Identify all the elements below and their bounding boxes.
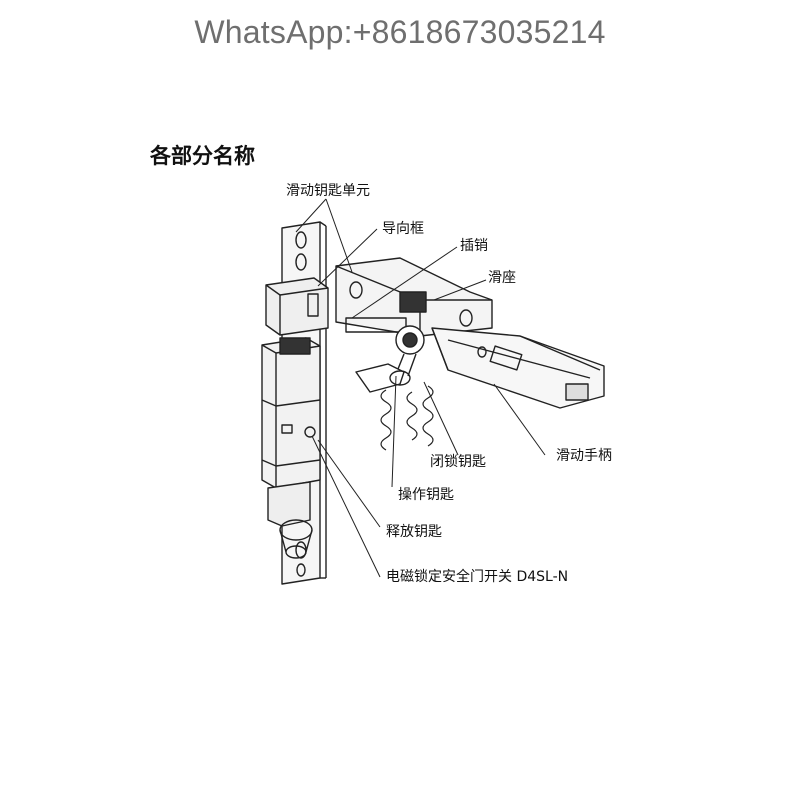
slide-handle-shape: [431, 327, 605, 409]
callout-slide-key-unit: 滑动钥匙单元: [286, 183, 370, 199]
callout-operate-key: 操作钥匙: [398, 487, 454, 503]
guide-frame-shape: [265, 277, 329, 336]
slide-base-shape: [335, 257, 493, 337]
switch-body-shape: [261, 337, 321, 559]
pin-shape: [395, 325, 425, 377]
callout-release-key: 释放钥匙: [386, 524, 442, 540]
callout-close-key: 闭锁钥匙: [430, 454, 486, 470]
callout-slide-base: 滑座: [488, 270, 516, 286]
callout-guide-frame: 导向框: [382, 221, 424, 237]
callout-switch: 电磁锁定安全门开关 D4SL-N: [386, 569, 569, 585]
callout-slide-handle: 滑动手柄: [556, 448, 612, 464]
keys-shape: [355, 363, 434, 451]
callout-pin: 插销: [460, 238, 488, 254]
leader-lines: [295, 198, 546, 578]
section-title: 各部分名称: [150, 144, 255, 168]
watermark-text: WhatsApp:+8618673035214: [194, 14, 606, 50]
